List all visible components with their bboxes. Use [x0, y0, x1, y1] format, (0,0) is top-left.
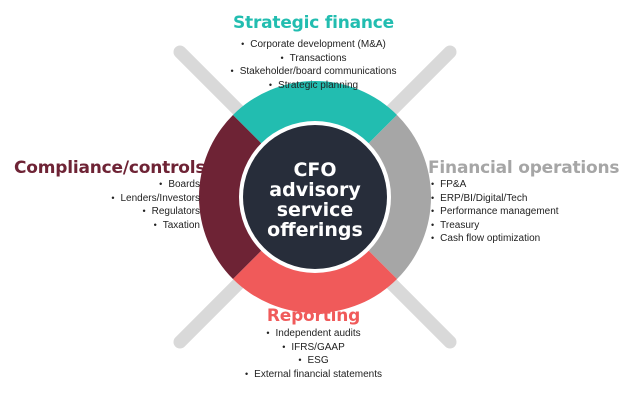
financial-operations-title: Financial operations	[428, 158, 620, 178]
list-item: IFRS/GAAP	[0, 341, 627, 355]
strategic-finance-title: Strategic finance	[233, 13, 394, 33]
center-circle	[243, 125, 387, 269]
ring-segment-strategic-finance	[232, 81, 398, 147]
compliance-controls-title: Compliance/controls	[14, 158, 206, 178]
list-item: Lenders/Investors	[111, 192, 201, 206]
center-line-1: CFO	[293, 159, 336, 181]
ring-segment-reporting	[232, 247, 398, 313]
list-item: Stakeholder/board communications	[0, 65, 627, 79]
strategic-finance-list: Corporate development (M&A) Transactions…	[0, 38, 627, 92]
list-item: ERP/BI/Digital/Tech	[431, 192, 559, 206]
list-item: ESG	[0, 354, 627, 368]
compliance-controls-list: Boards Lenders/Investors Regulators Taxa…	[111, 178, 201, 233]
center-line-4: offerings	[267, 219, 363, 241]
list-item: Treasury	[431, 219, 559, 233]
ring	[199, 81, 431, 313]
list-item: Strategic planning	[0, 79, 627, 93]
reporting-list: Independent audits IFRS/GAAP ESG Externa…	[0, 327, 627, 381]
list-item: Regulators	[111, 205, 200, 219]
list-item: Taxation	[111, 219, 200, 233]
list-item: Transactions	[0, 52, 627, 66]
reporting-title: Reporting	[266, 306, 361, 326]
list-item: Performance management	[431, 205, 558, 219]
list-item: External financial statements	[0, 368, 627, 382]
center-label: CFO advisory service offerings	[267, 159, 363, 241]
list-item: Boards	[111, 178, 200, 192]
list-item: Cash flow optimization	[431, 232, 559, 246]
list-item: FP&A	[431, 178, 559, 192]
ring-segment-financial-operations	[365, 114, 431, 280]
financial-operations-list: FP&A ERP/BI/Digital/Tech Performance man…	[431, 178, 559, 246]
list-item: Independent audits	[0, 327, 627, 341]
ring-segment-compliance-controls	[199, 114, 265, 280]
center-line-2: advisory	[269, 179, 361, 201]
list-item: Corporate development (M&A)	[0, 38, 627, 52]
center-line-3: service	[277, 199, 354, 221]
